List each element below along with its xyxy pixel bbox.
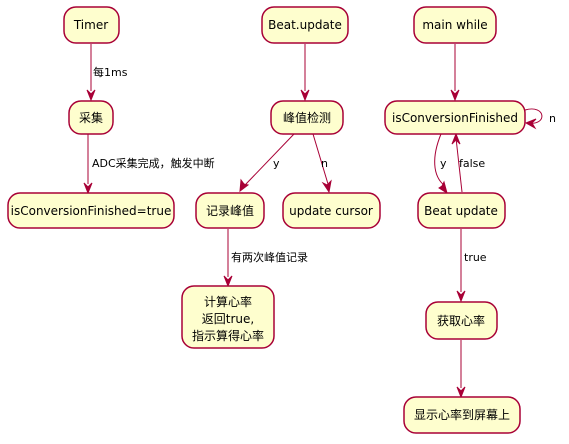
svg-text:Timer: Timer <box>73 18 108 32</box>
node-is-conversion-finished: isConversionFinished <box>384 100 526 135</box>
edge-sample-to-isconv-true <box>83 134 93 195</box>
node-beat-update: Beat update <box>417 192 506 229</box>
svg-text:update cursor: update cursor <box>289 204 373 218</box>
svg-text:获取心率: 获取心率 <box>437 313 485 328</box>
svg-text:返回true,: 返回true, <box>202 312 254 326</box>
edge-peak-to-cursor <box>312 133 332 194</box>
node-record-peak: 记录峰值 <box>195 192 265 229</box>
svg-text:Beat.update: Beat.update <box>268 18 342 32</box>
node-calc-heart-rate: 计算心率 返回true, 指示算得心率 <box>181 285 275 349</box>
svg-text:isConversionFinished: isConversionFinished <box>392 111 518 125</box>
node-is-conversion-finished-true: isConversionFinished=true <box>7 192 175 229</box>
edge-isconv-self-loop <box>524 108 543 130</box>
edge-beatupdate-to-gethr <box>456 229 466 303</box>
edge-gethr-to-showhr <box>456 340 466 399</box>
edge-label-self-n: n <box>549 112 556 125</box>
svg-text:Beat update: Beat update <box>424 204 498 218</box>
edge-beatupdate-to-isconv <box>451 132 463 193</box>
svg-text:指示算得心率: 指示算得心率 <box>192 328 264 343</box>
svg-text:采集: 采集 <box>79 110 103 125</box>
node-beat-update-top: Beat.update <box>261 6 349 44</box>
edge-label-every-1ms: 每1ms <box>93 65 128 79</box>
edge-label-two-peaks: 有两次峰值记录 <box>231 250 308 264</box>
node-peak-detect: 峰值检测 <box>270 100 344 135</box>
edge-record-to-calc <box>223 229 233 288</box>
svg-text:isConversionFinished=true: isConversionFinished=true <box>11 204 172 218</box>
node-sample: 采集 <box>68 100 114 135</box>
svg-text:main while: main while <box>422 18 487 32</box>
node-timer: Timer <box>63 6 120 44</box>
edge-label-true: true <box>464 251 487 264</box>
edge-label-n1: n <box>321 157 328 170</box>
node-main-while: main while <box>413 6 497 44</box>
edge-peak-to-record <box>239 133 295 193</box>
svg-text:峰值检测: 峰值检测 <box>283 110 331 125</box>
edge-label-y2: y <box>440 157 447 170</box>
edge-isconv-to-beatupdate <box>434 133 448 195</box>
edge-main-to-isconv <box>450 44 460 102</box>
edge-timer-to-sample <box>86 44 96 102</box>
svg-text:显示心率到屏幕上: 显示心率到屏幕上 <box>414 407 510 422</box>
edge-beatupdate-to-peak <box>300 44 310 102</box>
edge-label-false: false <box>459 157 485 170</box>
node-get-heart-rate: 获取心率 <box>425 301 498 340</box>
svg-text:计算心率: 计算心率 <box>204 294 252 309</box>
node-update-cursor: update cursor <box>282 192 381 229</box>
svg-text:记录峰值: 记录峰值 <box>206 203 254 218</box>
node-show-heart-rate: 显示心率到屏幕上 <box>403 396 521 434</box>
edge-label-y1: y <box>273 157 280 170</box>
edge-label-adc-done: ADC采集完成，触发中断 <box>92 156 215 170</box>
